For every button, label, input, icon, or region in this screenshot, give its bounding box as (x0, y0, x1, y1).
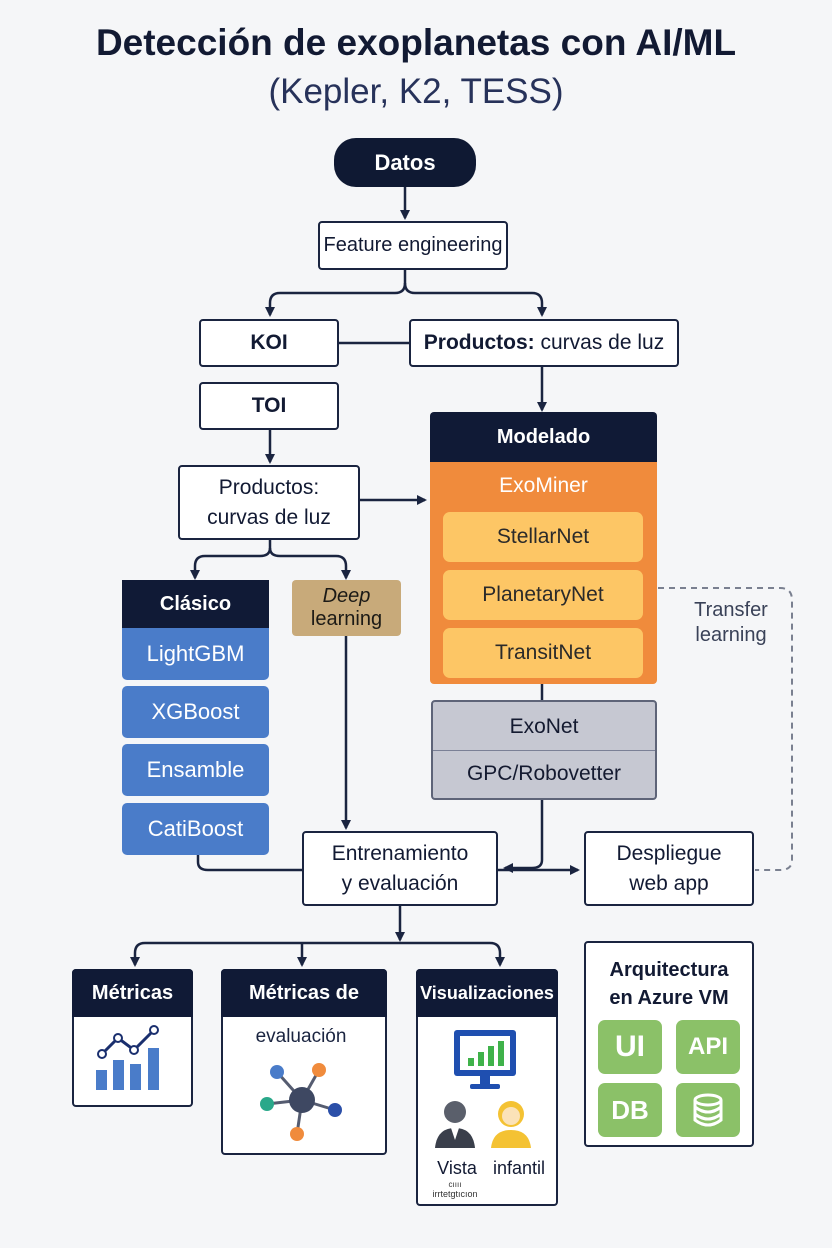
azure-title-line2: en Azure VM (609, 987, 729, 1009)
page-title: Detección de exoplanetas con AI/ML (95, 22, 737, 63)
azure-db: DB (598, 1083, 662, 1137)
metricas-header: Métricas (72, 969, 193, 1017)
azure-title-line1: Arquitectura (609, 959, 729, 981)
node-deep-learning: Deep learning (292, 580, 401, 636)
clasico-header: Clásico (122, 580, 269, 628)
modelado-item-planetarynet: PlanetaryNet (443, 570, 643, 620)
page-subtitle: (Kepler, K2, TESS) (268, 72, 564, 111)
database-icon (693, 1093, 723, 1127)
azure-title: Arquitectura en Azure VM (584, 956, 754, 1012)
node-datos: Datos (334, 138, 476, 187)
deep-line2: learning (310, 608, 383, 630)
modelado-item-transitnet: TransitNet (443, 628, 643, 678)
node-gpc-robovetter: GPC/Robovetter (466, 762, 622, 785)
entrenamiento-line2: y evaluación (341, 871, 459, 895)
deep-line1: Deep (322, 585, 371, 607)
person-icon (435, 1101, 475, 1148)
monitor-chart-icon (454, 1030, 516, 1089)
clasico-item-lightgbm: LightGBM (122, 628, 269, 680)
azure-api: API (676, 1020, 740, 1074)
transfer-learning-label: Transfer learning (676, 598, 786, 648)
exominer-label: ExoMiner (499, 474, 588, 497)
exonet-divider (433, 750, 655, 751)
productos-left-line1: Productos: (218, 475, 320, 499)
metricas-evaluacion-sub: evaluación (255, 1026, 347, 1047)
modelado-item-stellarnet: StellarNet (443, 512, 643, 562)
node-koi: KOI (199, 319, 339, 367)
node-feature-engineering: Feature engineering (318, 221, 508, 270)
node-despliegue: Despliegue web app (584, 831, 754, 906)
azure-database-tile (676, 1083, 740, 1137)
bar-chart-icon (96, 1025, 159, 1090)
transfer-line1: Transfer (694, 599, 768, 621)
small-label-2: irrtetgtıcıon (432, 1189, 478, 1199)
azure-ui: UI (598, 1020, 662, 1074)
infantil-label: infantil (492, 1158, 546, 1178)
productos-left-line2: curvas de luz (207, 505, 331, 529)
network-icon (260, 1063, 342, 1141)
clasico-item-ensamble: Ensamble (122, 744, 269, 796)
despliegue-line2: web app (629, 871, 709, 895)
node-productos-left: Productos: curvas de luz (178, 465, 360, 540)
clasico-item-catiboost: CatiBoost (122, 803, 269, 855)
transfer-line2: learning (695, 624, 767, 646)
clasico-item-xgboost: XGBoost (122, 686, 269, 738)
visualizaciones-header: Visualizaciones (416, 969, 558, 1017)
productos-right-rest: curvas de luz (540, 331, 665, 354)
node-exonet: ExoNet (509, 715, 579, 738)
productos-right-bold: Productos: (423, 331, 535, 354)
vista-label: Vista (437, 1158, 477, 1178)
metricas-evaluacion-header: Métricas de (221, 969, 387, 1017)
node-toi: TOI (199, 382, 339, 430)
child-icon (491, 1101, 531, 1148)
modelado-header: Modelado (430, 412, 657, 462)
despliegue-line1: Despliegue (616, 841, 722, 865)
small-label-1: cıııı (448, 1180, 462, 1189)
node-productos-right: Productos: curvas de luz (409, 319, 679, 367)
entrenamiento-line1: Entrenamiento (331, 841, 469, 865)
node-entrenamiento: Entrenamiento y evaluación (302, 831, 498, 906)
